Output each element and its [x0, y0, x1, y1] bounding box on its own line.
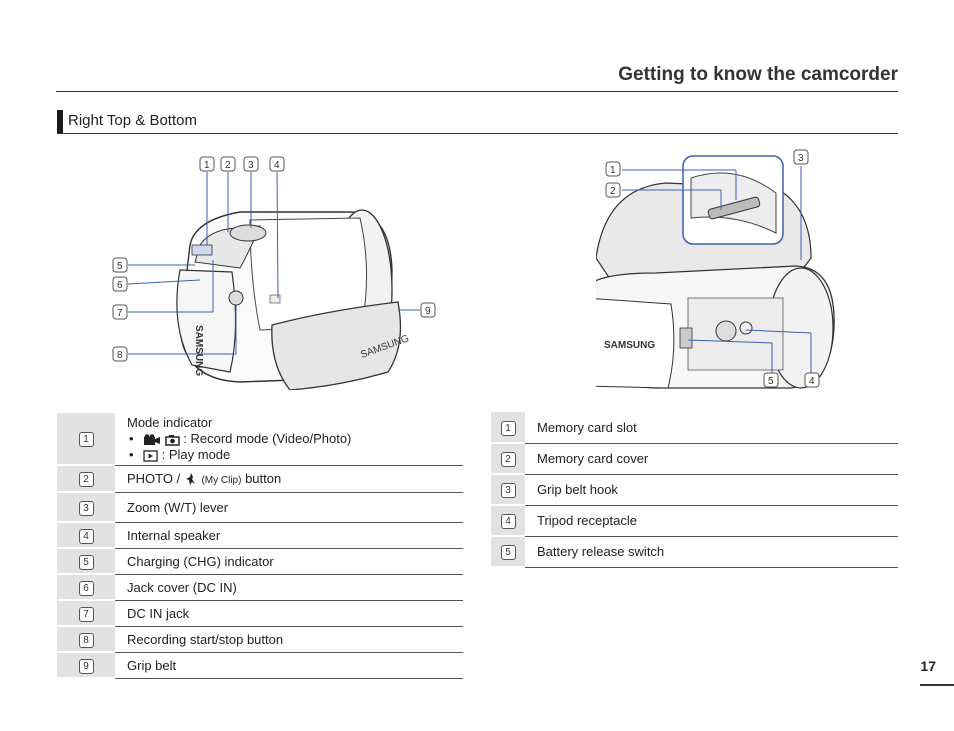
page-title: Getting to know the camcorder [618, 64, 898, 85]
table-row: 3 Grip belt hook [491, 474, 898, 506]
row-label: Mode indicator [127, 415, 213, 431]
table-row: 2 PHOTO / (My Clip) button [57, 465, 463, 493]
list-item: : Record mode (Video/Photo) [127, 431, 463, 447]
table-row: 4 Tripod receptacle [491, 505, 898, 537]
row-number: 7 [78, 606, 94, 622]
callout-4: 4 [274, 160, 280, 171]
battery-release-switch [679, 327, 693, 349]
table-row: 1 Mode indicator : Record mode (Video/Ph… [57, 413, 463, 466]
list-item: : Play mode [127, 447, 463, 463]
video-camera-icon [144, 434, 160, 445]
row-label-small: (My Clip) [201, 474, 242, 486]
table-row: 4 Internal speaker [57, 522, 463, 549]
row-label: PHOTO / [127, 470, 184, 486]
camcorder-bottom-illustration: SAMSUNG 1 2 3 4 5 [596, 149, 835, 389]
tripod-receptacle [715, 320, 737, 342]
zoom-lever [229, 224, 267, 242]
callout-1: 1 [610, 165, 616, 176]
table-row: 5 Battery release switch [491, 536, 898, 568]
table-row: 2 Memory card cover [491, 443, 898, 475]
right-parts-table: 1 Memory card slot 2 Memory card cover 3… [491, 412, 898, 568]
camcorder-right-top-illustration: SAMSUNG SAMSUNG 1 2 3 4 5 6 7 8 9 [112, 156, 436, 390]
page-number-rule [920, 684, 954, 686]
row-number: 3 [500, 483, 516, 498]
row-label: Battery release switch [525, 536, 898, 568]
left-callouts: 1 2 3 4 5 6 7 8 9 [112, 156, 436, 362]
row-label: DC IN jack [115, 600, 463, 627]
row-label-suffix: button [241, 470, 282, 486]
title-rule [56, 91, 898, 92]
row-label: Jack cover (DC IN) [115, 574, 463, 601]
table-row: 9 Grip belt [57, 652, 463, 679]
my-clip-icon [185, 473, 195, 486]
table-row: 3 Zoom (W/T) lever [57, 492, 463, 523]
row-label: Memory card cover [525, 443, 898, 475]
row-number: 6 [78, 580, 94, 596]
row-number: 9 [78, 658, 94, 674]
row-label: Grip belt hook [525, 474, 898, 506]
row-label: Charging (CHG) indicator [115, 548, 463, 575]
callout-3: 3 [248, 160, 254, 171]
table-row: 6 Jack cover (DC IN) [57, 574, 463, 601]
left-parts-table: 1 Mode indicator : Record mode (Video/Ph… [57, 413, 463, 679]
callout-3: 3 [798, 153, 804, 164]
play-icon [143, 450, 158, 462]
row-number: 1 [500, 420, 516, 436]
table-row: 1 Memory card slot [491, 412, 898, 444]
row-number: 2 [78, 472, 94, 487]
table-row: 8 Recording start/stop button [57, 626, 463, 653]
callout-7: 7 [117, 308, 123, 319]
right-callouts: 1 2 3 4 5 [605, 149, 820, 388]
row-label: Grip belt [115, 652, 463, 679]
row-number: 3 [78, 500, 94, 516]
grip-belt [271, 301, 402, 390]
internal-speaker [269, 294, 281, 304]
brand-text: SAMSUNG [193, 325, 204, 376]
callout-4: 4 [809, 376, 815, 387]
memory-card-slot [707, 196, 761, 220]
section-title: Right Top & Bottom [68, 112, 197, 129]
record-button [228, 290, 244, 306]
section-marker [57, 110, 63, 133]
callout-2: 2 [610, 186, 616, 197]
table-row: 7 DC IN jack [57, 600, 463, 627]
callout-9: 9 [425, 306, 431, 317]
table-row: 5 Charging (CHG) indicator [57, 548, 463, 575]
row-number: 5 [500, 545, 516, 560]
row-number: 1 [78, 432, 94, 447]
callout-6: 6 [117, 280, 123, 291]
row-number: 8 [78, 632, 94, 648]
callout-8: 8 [117, 350, 123, 361]
page-number: 17 [920, 658, 936, 674]
row-label: Recording start/stop button [115, 626, 463, 653]
brand-text: SAMSUNG [604, 340, 655, 351]
row-label: Zoom (W/T) lever [115, 492, 463, 523]
side-face [176, 269, 237, 373]
lcd-side [596, 298, 675, 389]
row-label: Memory card slot [525, 412, 898, 444]
section-rule [57, 133, 898, 134]
row-label: Tripod receptacle [525, 505, 898, 537]
row-number: 2 [500, 452, 516, 467]
row-number: 5 [78, 554, 94, 570]
record-mode-text: : Record mode (Video/Photo) [183, 431, 352, 447]
mode-indicator [191, 244, 213, 256]
callout-2: 2 [225, 160, 231, 171]
callout-5: 5 [117, 261, 123, 272]
row-label: Internal speaker [115, 522, 463, 549]
row-number: 4 [78, 528, 94, 544]
callout-5: 5 [768, 376, 774, 387]
play-mode-text: : Play mode [161, 447, 231, 463]
row-number: 4 [500, 514, 516, 529]
photo-camera-icon [164, 434, 180, 446]
callout-1: 1 [204, 160, 210, 171]
